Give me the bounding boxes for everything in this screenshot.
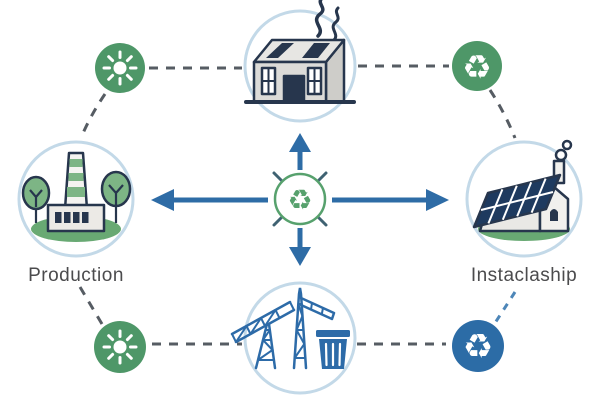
tree-right xyxy=(100,170,132,223)
center-arrows xyxy=(151,133,449,266)
chimney xyxy=(63,151,89,211)
hub-ring xyxy=(273,172,327,226)
trash-can xyxy=(316,330,350,369)
node-solar-house: Instaclaship xyxy=(465,139,583,286)
sun-icon xyxy=(102,50,138,86)
arrow-left-head xyxy=(151,189,174,211)
tree-left xyxy=(21,175,51,223)
arrow-right-head xyxy=(426,189,449,211)
node-factory: Production xyxy=(17,140,135,286)
crane-trash-icon xyxy=(230,287,350,370)
dashed-connectors xyxy=(78,64,517,346)
sun-icon xyxy=(102,329,138,365)
solar-panel xyxy=(472,173,562,229)
badge-top-right: ♻ xyxy=(452,41,502,91)
badge-top-left xyxy=(95,43,145,93)
badge-bottom-left xyxy=(94,321,146,373)
crane-left-mast xyxy=(254,322,277,370)
recycle-icon: ♻ xyxy=(287,184,312,217)
connector-solarhouse-to-bottomright xyxy=(493,291,517,324)
connector-topleft-to-factory xyxy=(79,93,107,139)
house-smoke-icon xyxy=(244,0,356,104)
node-construction xyxy=(230,281,357,395)
recycle-icon: ♻ xyxy=(463,327,493,367)
recycle-icon: ♻ xyxy=(462,48,492,87)
arrow-down-head xyxy=(289,247,311,266)
factory-icon xyxy=(21,151,132,242)
badge-bottom-right: ♻ xyxy=(452,320,504,372)
connector-factory-to-bottomleft xyxy=(78,286,104,325)
solar-house-icon xyxy=(472,139,573,241)
label-installation: Instaclaship xyxy=(471,265,577,286)
connector-topright-to-solarhouse xyxy=(488,89,517,139)
node-house xyxy=(243,0,357,123)
label-production: Production xyxy=(28,265,124,286)
crane-boom xyxy=(230,300,296,344)
crane-right-arm xyxy=(299,296,336,321)
factory-windows xyxy=(55,212,89,223)
arrow-up-head xyxy=(289,133,311,152)
center-recycle-hub: ♻ xyxy=(272,171,328,227)
